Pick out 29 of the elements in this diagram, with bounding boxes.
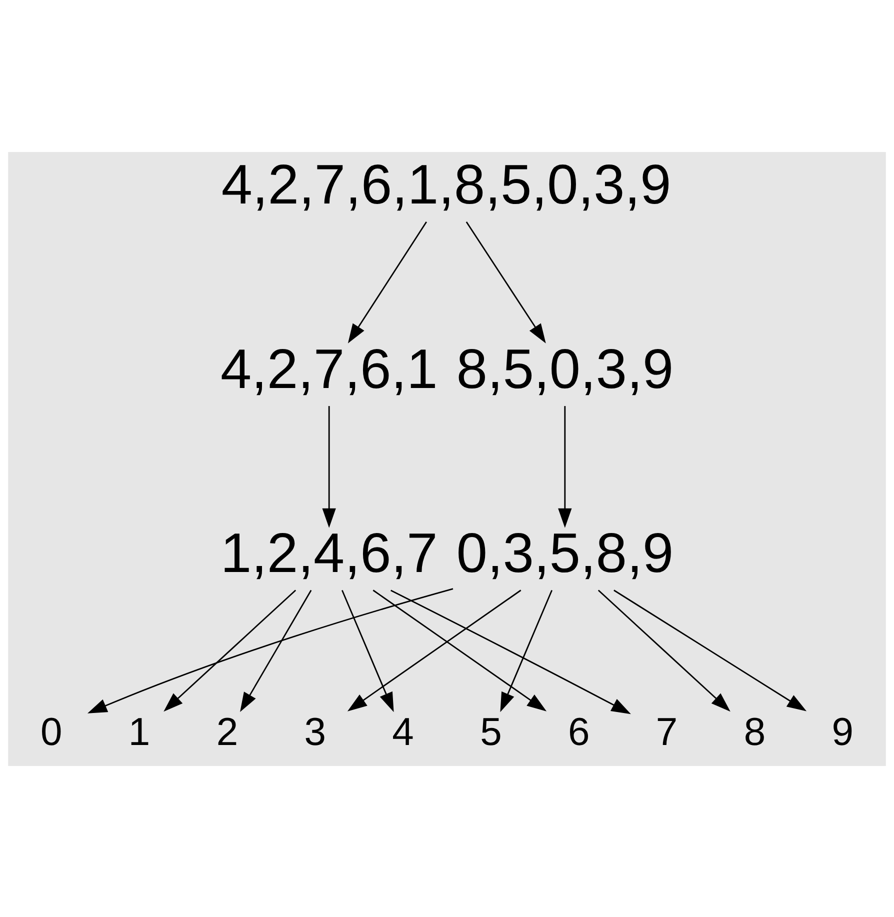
arrow [341,589,394,712]
node-text: 2 [216,710,238,754]
node-text: 7 [656,710,678,754]
arrow [347,589,522,711]
arrow [500,589,553,712]
arrow [598,589,730,712]
node-text: 4,2,7,6,1 [220,336,438,400]
arrow [87,588,454,713]
node-text: 5 [480,710,502,754]
node-text: 0 [40,710,62,754]
arrow [558,406,572,528]
node-text: 0,3,5,8,9 [456,520,674,584]
arrow [466,220,546,343]
arrow [390,589,631,714]
arrow [372,589,547,711]
node-text: 4 [392,710,414,754]
node-text: 9 [832,710,854,754]
arrow [614,589,807,711]
node-text: 8 [744,710,766,754]
arrow [164,589,296,712]
arrow [240,589,312,712]
node-text: 1,2,4,6,7 [220,520,438,584]
node-text: 6 [568,710,590,754]
node-text: 1 [128,710,150,754]
node-text: 8,5,0,3,9 [456,336,674,400]
node-text: 3 [304,710,326,754]
node-text: 4,2,7,6,1,8,5,0,3,9 [221,152,672,216]
arrow [348,220,427,343]
arrow [322,406,336,528]
